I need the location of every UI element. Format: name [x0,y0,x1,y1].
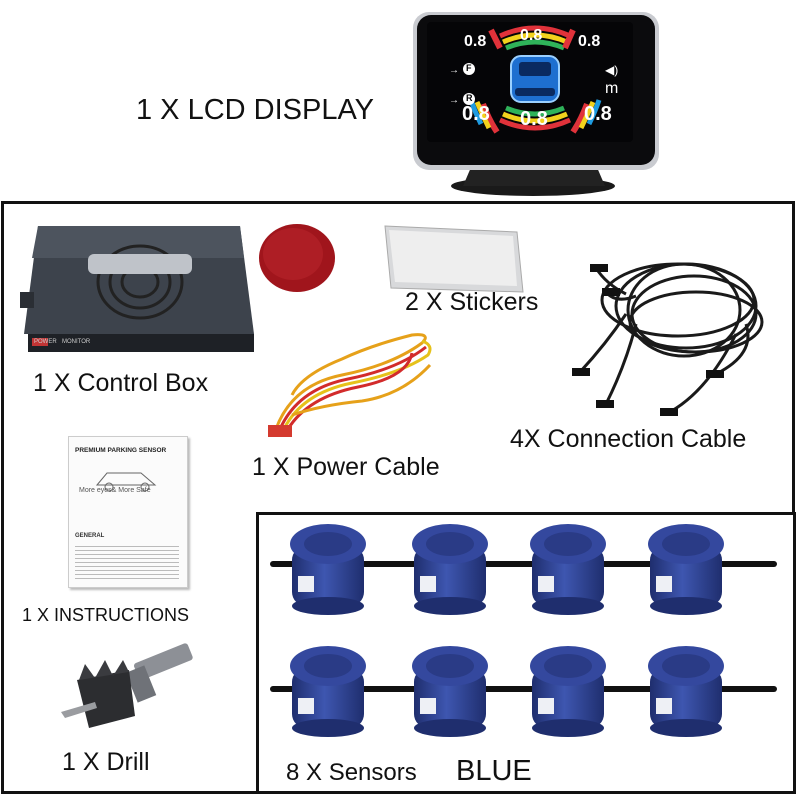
power-cable-label: 1 X Power Cable [252,453,440,481]
control-box-panel-monitor: MONITOR [62,339,91,345]
drill-image [55,640,200,735]
svg-text:→: → [449,65,459,76]
lcd-front-marker: F [466,63,472,73]
lcd-reading-top-right: 0.8 [578,33,601,50]
lcd-display-label: 1 X LCD DISPLAY [136,94,375,126]
stickers-image [255,218,555,298]
manual-title: PREMIUM PARKING SENSOR [75,447,167,454]
instructions-manual-image: PREMIUM PARKING SENSOR More eyes& More S… [68,436,188,588]
lcd-reading-bottom-right: 0.8 [584,103,612,125]
sensor-cable-row-1 [270,561,777,567]
stickers-label: 2 X Stickers [405,288,539,316]
control-box-image [18,218,258,356]
lcd-reading-bottom-center: 0.8 [520,108,548,130]
sensor-2 [400,518,500,618]
sensors-color-label: BLUE [456,755,532,787]
lcd-reading-bottom-left: 0.8 [462,103,490,125]
sensor-4 [636,518,736,618]
control-box-label: 1 X Control Box [33,369,209,397]
manual-body-text [75,543,179,581]
svg-text:◀): ◀) [605,63,618,77]
lcd-reading-top-left: 0.8 [464,33,487,50]
lcd-display-image: → → ◀) [405,8,665,198]
lcd-rear-marker: R [466,93,473,103]
svg-text:→: → [449,95,459,106]
sensor-8 [636,640,736,740]
sensor-cable-row-2 [270,686,777,692]
manual-section: GENERAL [75,533,105,539]
sensor-6 [400,640,500,740]
lcd-unit: m [605,80,619,97]
sensor-7 [518,640,618,740]
power-cable-image [262,325,442,445]
sensors-label: 8 X Sensors [286,759,417,786]
drill-label: 1 X Drill [62,748,150,776]
sensor-3 [518,518,618,618]
connection-cable-label: 4X Connection Cable [510,425,747,453]
sensor-1 [278,518,378,618]
control-box-panel-power: POWER [34,339,57,345]
lcd-reading-top-center: 0.8 [520,27,543,44]
instructions-label: 1 X INSTRUCTIONS [22,605,190,625]
sensor-5 [278,640,378,740]
connection-cable-image [566,244,796,419]
manual-tagline: More eyes& More Safe [79,487,151,494]
